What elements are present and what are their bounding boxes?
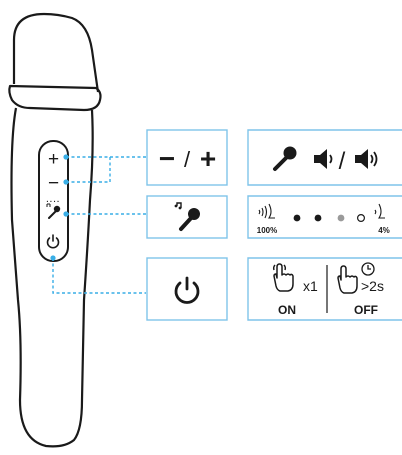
microphone-device (9, 14, 100, 446)
microphone-icon (275, 147, 297, 170)
volume-minus-label: − (159, 143, 175, 174)
echo-level-dot-2 (315, 215, 322, 222)
mic-head (14, 14, 98, 92)
plus-button[interactable]: + (48, 149, 59, 170)
echo-low-icon (375, 204, 385, 218)
press-hand-icon (274, 264, 293, 291)
speaker-low-icon (314, 149, 332, 169)
speaker-high-icon (355, 149, 377, 169)
mic-mode-icon[interactable] (47, 204, 60, 218)
power-on-press: x1 (303, 278, 318, 294)
mode-dots: .... (46, 193, 60, 205)
power-off-press: >2s (361, 278, 384, 294)
echo-level-min: 4% (378, 226, 390, 235)
press-hold-hand-icon (338, 266, 357, 293)
volume-slash-label: / (184, 147, 191, 172)
connector-lines (53, 157, 146, 293)
power-off-label: OFF (354, 303, 378, 317)
echo-high-icon (259, 204, 275, 218)
speaker-slash: / (339, 148, 346, 175)
minus-button[interactable]: − (48, 173, 59, 194)
volume-plus-label: + (200, 143, 216, 174)
echo-level-dot-3 (338, 215, 345, 222)
echo-level-dot-4 (358, 215, 365, 222)
echo-level-dots (294, 215, 365, 222)
power-icon (176, 278, 198, 302)
echo-level-dot-1 (294, 215, 301, 222)
echo-level-max: 100% (257, 226, 277, 235)
mic-collar (9, 86, 100, 110)
power-on-label: ON (278, 303, 296, 317)
mic-mode-icon (175, 203, 200, 229)
clock-icon (362, 263, 374, 275)
power-icon[interactable] (48, 235, 59, 248)
